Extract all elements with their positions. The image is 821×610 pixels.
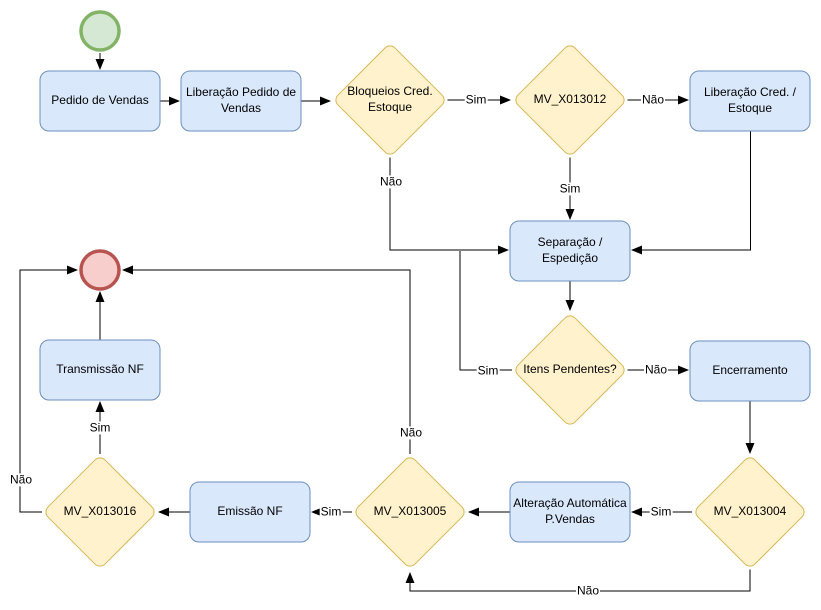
- node-liberacao-pedido[interactable]: [180, 70, 302, 132]
- edge-label-sim-bloqueios-mv12: Sim: [464, 92, 488, 107]
- edge-label-nao-bloqueios-separacao: Não: [378, 174, 404, 189]
- edge-label-nao-mv12-liberacao: Não: [640, 92, 666, 107]
- node-alteracao[interactable]: [509, 481, 631, 543]
- edge-label-nao-itens-encerramento: Não: [643, 362, 669, 377]
- node-mv-x013012[interactable]: [513, 43, 627, 157]
- start-event-circle[interactable]: [79, 10, 121, 52]
- node-encerramento[interactable]: [689, 340, 811, 402]
- edge-label-nao-mv05-end: Não: [398, 425, 424, 440]
- edge-bloqueios-nao-separacao: [389, 157, 509, 255]
- node-pedido-vendas[interactable]: [39, 70, 161, 132]
- edge-label-sim-mv16-transmissao: Sim: [88, 420, 112, 435]
- node-itens-pendentes[interactable]: [513, 313, 627, 427]
- edge-label-sim-itens-separacao: Sim: [476, 363, 500, 378]
- edge-label-sim-mv12-separacao: Sim: [558, 181, 582, 196]
- edge-itens-sim-separacao: [459, 251, 512, 371]
- node-transmissao-nf[interactable]: [39, 339, 161, 401]
- end-event-circle[interactable]: [79, 249, 121, 291]
- edge-label-nao-mv04-mv05: Não: [575, 583, 601, 598]
- node-emissao-nf[interactable]: [189, 481, 311, 543]
- edge-liberacao-cred-to-separacao: [631, 131, 751, 255]
- node-bloqueios[interactable]: [333, 43, 447, 157]
- edge-label-nao-mv16-end: Não: [8, 472, 34, 487]
- node-mv-x013016[interactable]: [43, 455, 157, 569]
- edge-mv16-nao-end: [19, 265, 78, 513]
- edge-label-sim-mv04-alteracao: Sim: [649, 504, 673, 519]
- node-liberacao-cred[interactable]: [689, 70, 811, 132]
- edge-mv05-nao-end: [122, 265, 411, 454]
- node-mv-x013005[interactable]: [353, 455, 467, 569]
- node-mv-x013004[interactable]: [693, 455, 807, 569]
- edge-label-sim-mv05-emissao: Sim: [319, 504, 343, 519]
- node-separacao[interactable]: [509, 220, 631, 282]
